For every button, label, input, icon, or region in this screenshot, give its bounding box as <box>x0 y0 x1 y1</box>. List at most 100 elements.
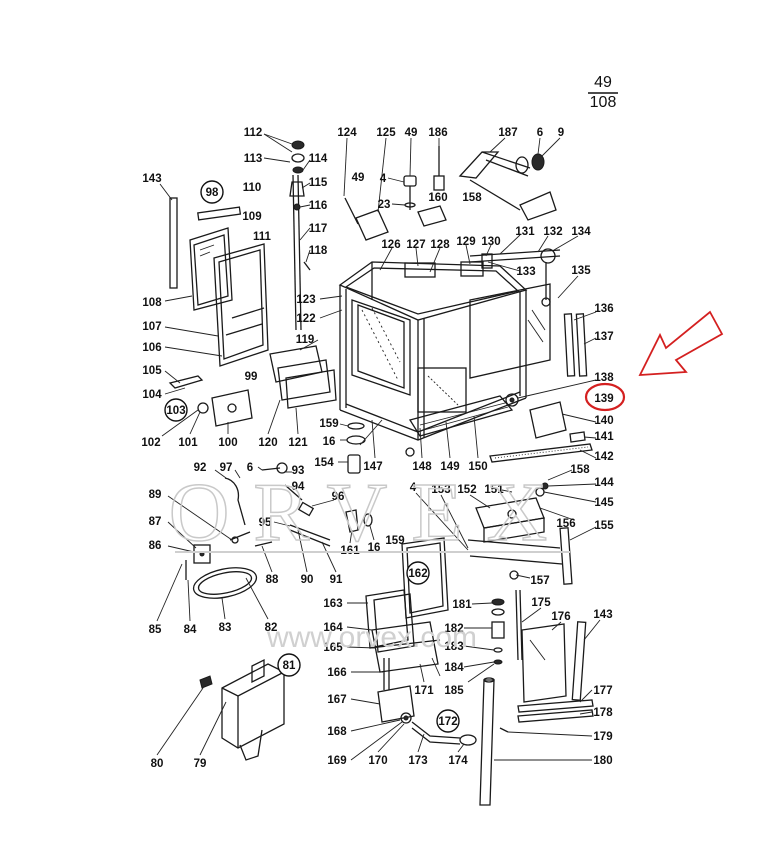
callout-label: 133 <box>516 266 535 278</box>
callout-label: 6 <box>537 127 543 139</box>
callout-label: 155 <box>594 520 614 532</box>
callout-label: 164 <box>323 622 343 634</box>
callout-label: 82 <box>265 622 278 634</box>
callout-label: 4 <box>410 482 417 494</box>
circled-callout: 103 <box>164 398 188 422</box>
watermark-brand: ORVEX <box>169 466 572 559</box>
callout-label: 110 <box>243 182 262 194</box>
watermark-url: www.orvex.com <box>266 621 477 654</box>
callout-label: 116 <box>309 200 328 212</box>
callout-label: 141 <box>594 431 614 443</box>
callout-label: 121 <box>288 437 308 449</box>
callout-label: 169 <box>327 755 346 767</box>
circled-callout-label: 81 <box>283 660 296 672</box>
callout-label: 83 <box>219 622 232 634</box>
callout-label: 92 <box>194 462 207 474</box>
callout-label: 165 <box>323 642 343 654</box>
callout-label: 91 <box>330 574 343 586</box>
storage-box-assembly <box>199 658 285 761</box>
callout-label: 178 <box>593 707 613 719</box>
callout-label: 117 <box>309 223 328 235</box>
callout-label: 115 <box>309 177 328 189</box>
circled-callout-label: 98 <box>206 187 219 199</box>
callout-label: 79 <box>194 758 207 770</box>
callout-label: 16 <box>323 436 336 448</box>
callout-label: 138 <box>594 372 614 384</box>
circled-callout: 162 <box>406 561 430 585</box>
callout-label: 49 <box>405 127 418 139</box>
left-door-assembly <box>168 140 337 427</box>
callout-label: 113 <box>244 153 263 165</box>
callout-label: 123 <box>296 294 315 306</box>
callout-label: 150 <box>468 461 487 473</box>
callout-label: 158 <box>462 192 482 204</box>
callout-label: 125 <box>376 127 396 139</box>
callout-label: 144 <box>594 477 614 489</box>
callout-label: 118 <box>309 245 328 257</box>
callout-label: 107 <box>142 321 161 333</box>
leader-lines <box>156 133 601 761</box>
callout-label: 132 <box>543 226 562 238</box>
pedal-linkage <box>344 146 593 497</box>
callout-label: 175 <box>531 597 551 609</box>
highlight-annotation <box>584 310 724 412</box>
callout-label: 151 <box>484 484 504 496</box>
callout-label: 147 <box>363 461 382 473</box>
callout-label: 153 <box>431 484 450 496</box>
callout-label: 49 <box>352 172 365 184</box>
callout-label: 23 <box>378 199 391 211</box>
callout-label: 159 <box>385 535 404 547</box>
callout-label: 84 <box>184 624 197 636</box>
callout-label: 183 <box>444 641 463 653</box>
callout-label: 119 <box>296 334 315 346</box>
callout-label: 159 <box>319 418 338 430</box>
callout-label: 88 <box>266 574 279 586</box>
circled-callout-label: 162 <box>408 568 427 580</box>
callout-label: 4 <box>380 173 387 185</box>
seat-panel-assembly <box>365 537 594 806</box>
callout-label: 109 <box>242 211 261 223</box>
circled-callout-label: 172 <box>438 716 457 728</box>
callout-label: 177 <box>593 685 612 697</box>
callout-label: 154 <box>314 457 334 469</box>
callout-label: 106 <box>142 342 161 354</box>
callout-label: 168 <box>327 726 347 738</box>
callout-label: 181 <box>452 599 472 611</box>
callout-label: 127 <box>406 239 425 251</box>
callout-label: 134 <box>571 226 591 238</box>
callout-label: 105 <box>142 365 162 377</box>
callout-label: 148 <box>412 461 432 473</box>
callout-label: 80 <box>151 758 164 770</box>
callout-label: 173 <box>408 755 427 767</box>
callout-label: 167 <box>327 694 346 706</box>
callout-label: 99 <box>245 371 258 383</box>
callout-label: 179 <box>593 731 612 743</box>
callout-label: 176 <box>551 611 570 623</box>
callout-label: 152 <box>457 484 476 496</box>
callout-label: 149 <box>440 461 459 473</box>
callout-label: 185 <box>444 685 464 697</box>
callout-label: 143 <box>593 609 612 621</box>
callout-label: 101 <box>178 437 198 449</box>
callout-label: 95 <box>259 517 272 529</box>
callout-label: 9 <box>558 127 564 139</box>
callout-label: 166 <box>327 667 346 679</box>
callout-label: 140 <box>594 415 613 427</box>
circled-callout-label: 103 <box>166 405 185 417</box>
callout-label: 180 <box>593 755 612 767</box>
highlight-circle <box>584 382 626 412</box>
callout-label: 89 <box>149 489 162 501</box>
callout-label: 126 <box>381 239 400 251</box>
callout-label: 6 <box>247 462 253 474</box>
callout-label: 87 <box>149 516 162 528</box>
callout-label: 100 <box>218 437 237 449</box>
callout-label: 160 <box>428 192 447 204</box>
callout-label: 122 <box>296 313 315 325</box>
page-reference: 49 108 <box>588 74 618 111</box>
callout-label: 145 <box>594 497 614 509</box>
callout-label: 136 <box>594 303 613 315</box>
callout-label: 130 <box>481 236 500 248</box>
circled-callout: 172 <box>436 709 460 733</box>
